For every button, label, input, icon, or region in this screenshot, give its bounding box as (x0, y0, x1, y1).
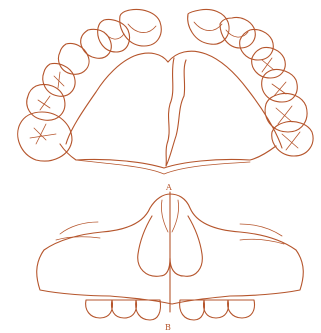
label-b: B (165, 323, 171, 332)
front-tooth (86, 300, 113, 318)
front-tooth (136, 300, 161, 320)
suture-left (56, 222, 100, 240)
maxilla-frontal (37, 192, 304, 320)
tooth (18, 112, 72, 161)
tooth (188, 10, 229, 45)
tooth-groove (54, 72, 64, 88)
front-tooth (228, 300, 255, 318)
suture-right (240, 224, 284, 244)
tooth (220, 17, 255, 48)
tooth-groove (30, 124, 56, 144)
tooth (81, 29, 111, 58)
tooth-groove (104, 32, 124, 39)
palatal-suture (166, 58, 186, 166)
tooth-groove (128, 24, 156, 33)
upper-right-teeth (188, 10, 313, 157)
tooth-groove (38, 96, 50, 110)
label-a: A (165, 183, 172, 192)
tooth (240, 29, 274, 60)
gum-line (60, 144, 276, 168)
front-tooth (180, 300, 205, 320)
upper-jaw (18, 10, 313, 175)
front-tooth (112, 300, 137, 318)
gum-line-lower (76, 160, 250, 174)
palate-outline (66, 51, 282, 148)
tooth-groove (282, 132, 300, 150)
upper-left-teeth (18, 10, 161, 162)
tooth-groove (194, 22, 222, 31)
front-tooth (204, 300, 229, 318)
tooth (59, 44, 90, 75)
tooth (262, 69, 298, 102)
